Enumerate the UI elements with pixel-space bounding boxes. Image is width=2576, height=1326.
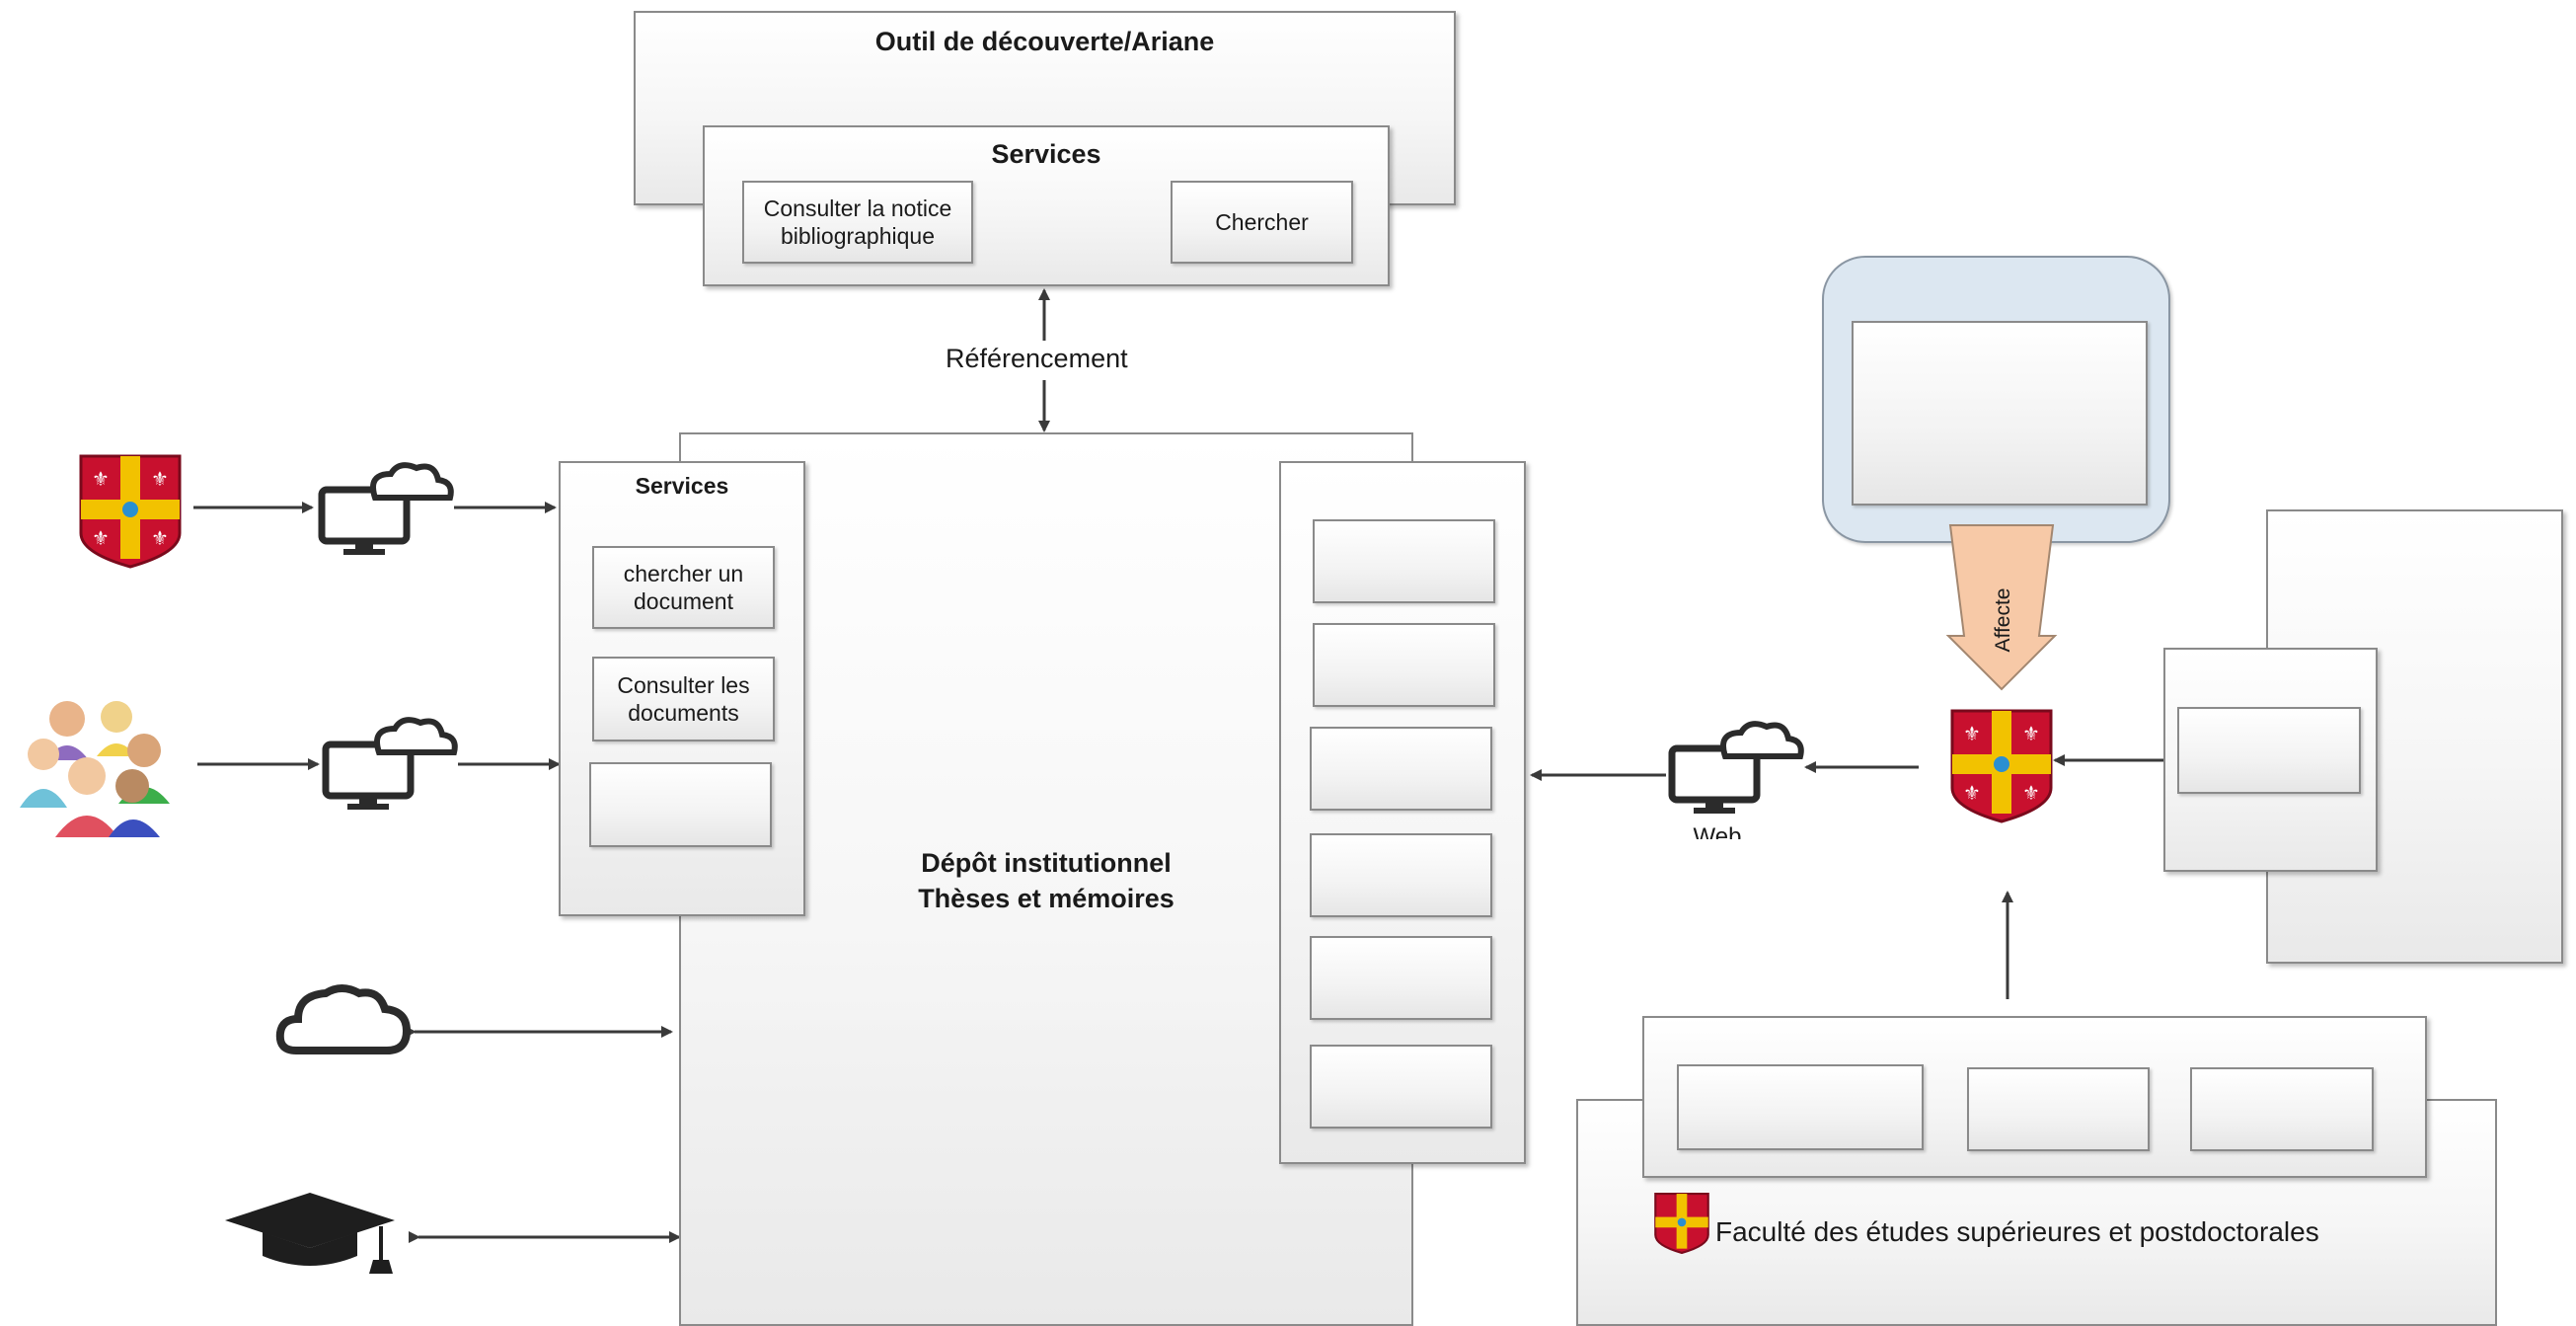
graduation-cap-icon: [225, 1193, 395, 1274]
right-slot-1[interactable]: [1313, 519, 1495, 603]
depot-title-line2: Thèses et mémoires: [918, 884, 1174, 913]
svg-text:⚜: ⚜: [92, 528, 110, 550]
far-right-slot[interactable]: [2177, 707, 2361, 794]
university-crest-icon: ⚜ ⚜ ⚜ ⚜: [1950, 709, 2053, 823]
empty-service-button[interactable]: [589, 762, 772, 847]
svg-text:⚜: ⚜: [1963, 724, 1981, 745]
depot-services-title: Services: [635, 473, 729, 499]
svg-text:⚜: ⚜: [151, 469, 169, 491]
computer-cloud-icon: [318, 462, 454, 555]
svg-text:⚜: ⚜: [1963, 783, 1981, 805]
affecte-arrow: [1945, 524, 2058, 691]
web-label: Web: [1693, 825, 1742, 839]
consult-notice-button[interactable]: Consulter la notice bibliographique: [742, 181, 973, 264]
computer-cloud-icon: [1668, 721, 1804, 814]
svg-text:⚜: ⚜: [2022, 783, 2040, 805]
faculty-slot-3[interactable]: [2190, 1067, 2374, 1151]
search-button[interactable]: Chercher: [1171, 181, 1353, 264]
university-crest-icon: ⚜ ⚜ ⚜ ⚜: [79, 454, 182, 569]
discovery-tool-title: Outil de découverte/Ariane: [874, 27, 1215, 56]
affecte-label: Affecte: [1992, 587, 2014, 653]
right-slot-4[interactable]: [1310, 833, 1492, 917]
faculty-slot-1[interactable]: [1677, 1064, 1924, 1150]
right-slot-5[interactable]: [1310, 936, 1492, 1020]
svg-text:⚜: ⚜: [2022, 724, 2040, 745]
svg-text:⚜: ⚜: [92, 469, 110, 491]
right-slot-3[interactable]: [1310, 727, 1492, 811]
university-crest-icon: [1654, 1193, 1709, 1255]
faculty-label: Faculté des études supérieures et postdo…: [1715, 1216, 2319, 1247]
computer-cloud-icon: [322, 717, 458, 810]
right-slot-2[interactable]: [1313, 623, 1495, 707]
cloud-icon: [275, 984, 412, 1054]
faculty-slot-2[interactable]: [1967, 1067, 2150, 1151]
svg-text:⚜: ⚜: [151, 528, 169, 550]
depot-title-line1: Dépôt institutionnel: [921, 848, 1172, 878]
depot-title: Dépôt institutionnel Thèses et mémoires: [869, 845, 1224, 916]
users-group-icon: [20, 701, 170, 837]
referencement-label: Référencement: [946, 344, 1128, 373]
policy-inner-box[interactable]: [1852, 321, 2148, 506]
search-document-button[interactable]: chercher un document: [592, 546, 775, 629]
right-slot-6[interactable]: [1310, 1045, 1492, 1129]
discovery-services-title: Services: [991, 139, 1101, 169]
consult-documents-button[interactable]: Consulter les documents: [592, 657, 775, 741]
